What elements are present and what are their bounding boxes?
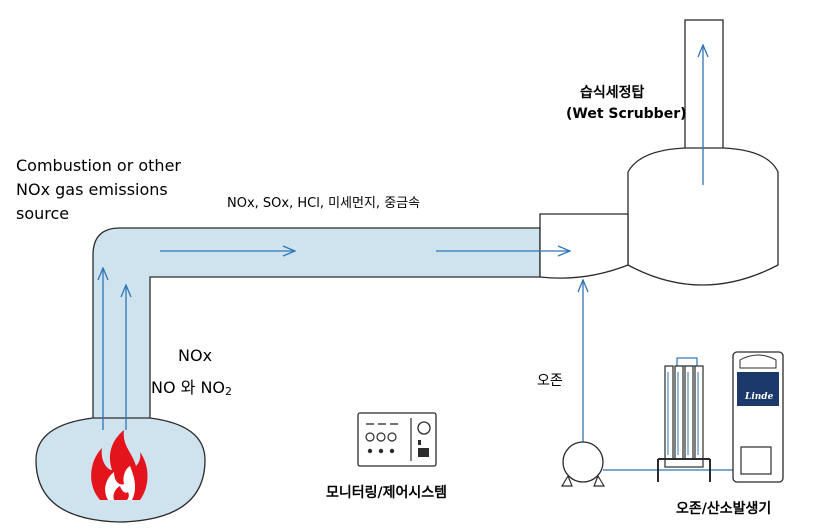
monitoring-system-label: 모니터링/제어시스템 xyxy=(326,485,448,501)
linde-logo: Linde xyxy=(745,392,774,402)
ozone-label: 오존 xyxy=(537,373,563,389)
nox-species-text: NO 와 NO xyxy=(151,378,226,397)
control-panel-icon xyxy=(357,412,437,467)
source-label-line3: source xyxy=(16,204,70,223)
combustion-source xyxy=(35,417,206,523)
flow-arrows xyxy=(103,45,744,471)
nox-species-subscript: 2 xyxy=(225,385,233,398)
ozone-generator-icon xyxy=(657,351,784,483)
linde-badge xyxy=(737,372,779,406)
ozone-generator-label: 오존/산소발생기 xyxy=(676,501,772,517)
duct-body xyxy=(92,227,541,443)
ozone-pump-icon xyxy=(560,441,606,487)
scrubber-label-korean: 습식세정탑 xyxy=(580,85,645,101)
source-label: Combustion or other NOx gas emissions so… xyxy=(16,154,181,226)
flame-icon xyxy=(91,430,148,500)
source-label-line2: NOx gas emissions xyxy=(16,180,168,199)
scrubber-vessel xyxy=(627,147,779,286)
nox-title: NOx xyxy=(178,346,213,365)
nox-species-label: NO 와 NO2 xyxy=(151,374,232,398)
source-label-line1: Combustion or other xyxy=(16,156,181,175)
flue-duct xyxy=(92,213,629,443)
pollutant-list-label: NOx, SOx, HCl, 미세먼지, 중금속 xyxy=(227,196,421,211)
duct-inlet-nozzle xyxy=(539,213,629,279)
scrubber-label-english: (Wet Scrubber) xyxy=(566,106,687,122)
